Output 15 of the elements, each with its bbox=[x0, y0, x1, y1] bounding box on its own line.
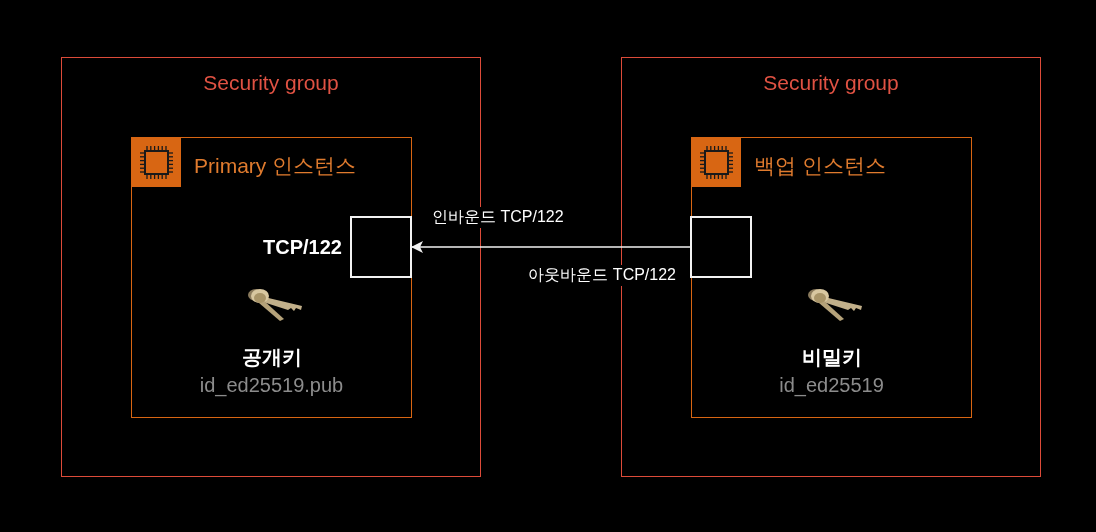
key-filename: id_ed25519 bbox=[778, 374, 885, 397]
port-label: TCP/122 bbox=[263, 236, 342, 259]
instance-title: 백업 인스턴스 bbox=[754, 153, 886, 179]
group-title: Security group bbox=[762, 71, 900, 95]
edge-label: 인바운드 TCP/122 bbox=[430, 207, 566, 228]
key-name: 공개키 bbox=[240, 345, 303, 370]
port-label: 아웃바운드 TCP/122 bbox=[526, 265, 678, 286]
port-box bbox=[690, 216, 752, 278]
group-title: Security group bbox=[202, 71, 340, 95]
instance-box bbox=[131, 137, 412, 418]
instance-box bbox=[691, 137, 972, 418]
instance-title: Primary 인스턴스 bbox=[194, 153, 357, 179]
arrow bbox=[411, 241, 691, 253]
key-name: 비밀키 bbox=[800, 345, 863, 370]
key-filename: id_ed25519.pub bbox=[198, 374, 345, 397]
